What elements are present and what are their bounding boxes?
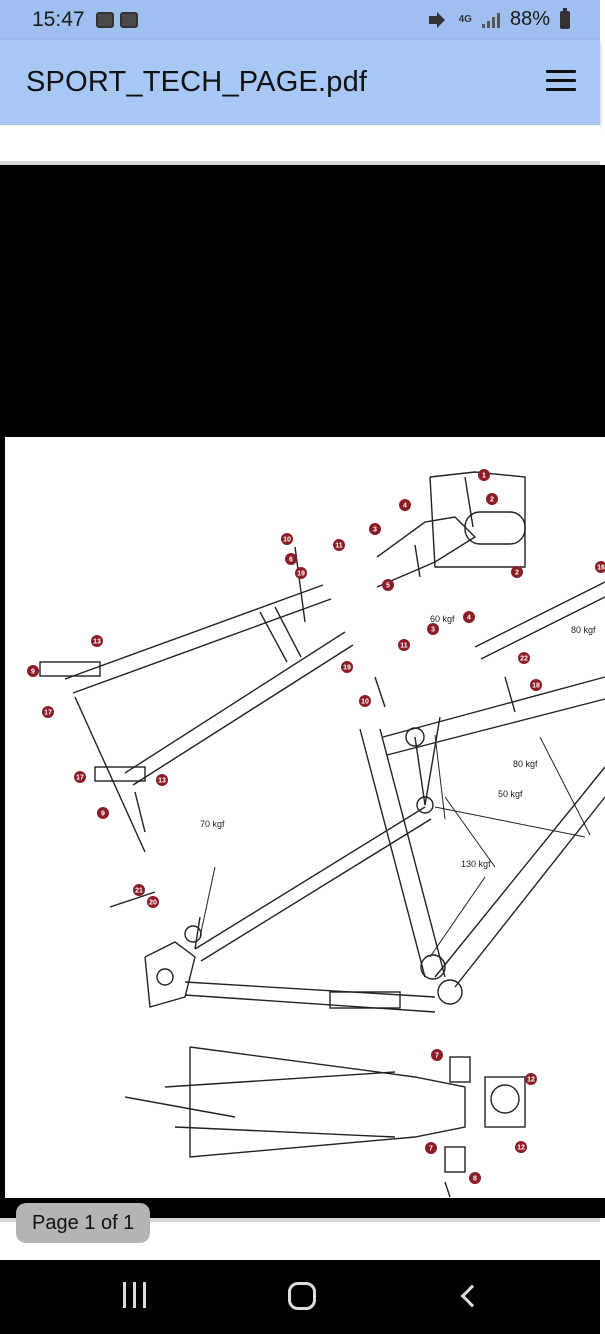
part-callout: 7 [425,1142,437,1154]
part-callout: 8 [469,1172,481,1184]
svg-text:13: 13 [158,778,166,785]
part-callout: 3 [427,623,439,635]
part-callout: 18 [530,679,542,691]
part-callout: 10 [281,533,293,545]
back-icon[interactable] [452,1282,488,1312]
hamburger-menu-icon[interactable] [546,70,576,94]
svg-text:17: 17 [44,710,52,717]
part-callout: 20 [147,896,159,908]
part-callout: 6 [285,553,297,565]
part-callout: 13 [156,774,168,786]
part-callout: 17 [42,706,54,718]
svg-text:4: 4 [403,503,407,510]
svg-text:19: 19 [297,571,305,578]
part-callout: 1 [478,469,490,481]
part-callout: 11 [398,639,410,651]
part-callout: 10 [359,695,371,707]
load-label: 80 kgf [513,759,538,769]
svg-text:12: 12 [527,1077,535,1084]
svg-text:18: 18 [532,683,540,690]
svg-text:12: 12 [517,1145,525,1152]
svg-text:2: 2 [490,497,494,504]
pdf-viewer[interactable]: 60 kgf 80 kgf 80 kgf 50 kgf 70 kgf 130 k… [0,125,605,1260]
svg-text:3: 3 [373,527,377,534]
part-callout: 21 [133,884,145,896]
network-4g-icon: 4G [458,13,472,25]
signal-icon [481,12,500,28]
svg-text:1: 1 [482,473,486,480]
svg-text:9: 9 [31,669,35,676]
part-callout: 3 [369,523,381,535]
svg-text:22: 22 [520,656,528,663]
load-label: 70 kgf [200,819,225,829]
part-callout: 19 [341,661,353,673]
svg-text:16: 16 [597,565,605,572]
svg-text:11: 11 [400,643,408,650]
load-label: 80 kgf [571,625,596,635]
svg-text:6: 6 [289,557,293,564]
svg-text:9: 9 [101,811,105,818]
svg-text:10: 10 [361,699,369,706]
svg-text:4: 4 [467,615,471,622]
load-label: 50 kgf [498,789,523,799]
app-notification-icon [120,12,138,28]
page-separator-bottom [0,1218,600,1222]
pdf-page[interactable]: 60 kgf 80 kgf 80 kgf 50 kgf 70 kgf 130 k… [0,165,605,1218]
svg-text:5: 5 [386,583,390,590]
part-callout: 17 [74,771,86,783]
load-label: 130 kgf [461,859,491,869]
page-black-region [5,165,605,437]
part-callout: 19 [295,567,307,579]
svg-text:2: 2 [515,570,519,577]
part-callout: 2 [511,566,523,578]
part-callout: 9 [27,665,39,677]
part-callout: 12 [525,1073,537,1085]
app-bar: SPORT_TECH_PAGE.pdf [0,40,600,125]
home-icon[interactable] [284,1282,320,1312]
voicemail-icon [96,12,114,28]
recents-icon[interactable] [116,1282,152,1312]
part-callout: 22 [518,652,530,664]
navigation-bar [0,1260,600,1334]
part-callout: 5 [382,579,394,591]
page-indicator: Page 1 of 1 [16,1203,151,1243]
battery-percent: 88% [509,8,550,30]
status-left-icons [96,12,138,28]
part-callout: 4 [399,499,411,511]
svg-text:7: 7 [435,1053,439,1060]
part-callout: 16 [595,561,605,573]
mute-icon [428,11,449,28]
status-right-icons: 4G 88% [428,7,570,31]
svg-text:21: 21 [135,888,143,895]
part-callout: 12 [515,1141,527,1153]
page-separator-top [0,161,600,165]
load-label: 60 kgf [430,614,455,624]
svg-text:8: 8 [473,1176,477,1183]
svg-text:17: 17 [76,775,84,782]
svg-text:20: 20 [149,900,157,907]
status-time: 15:47 [32,8,85,31]
document-title: SPORT_TECH_PAGE.pdf [26,66,368,98]
part-callout: 4 [463,611,475,623]
svg-text:10: 10 [283,537,291,544]
svg-text:11: 11 [335,543,343,550]
page-black-bottom [5,1198,605,1218]
svg-text:3: 3 [431,627,435,634]
svg-text:7: 7 [429,1146,433,1153]
part-callout: 13 [91,635,103,647]
svg-text:13: 13 [93,639,101,646]
status-bar: 15:47 4G 88% [0,0,600,40]
svg-text:19: 19 [343,665,351,672]
part-callout: 9 [97,807,109,819]
bike-frame-technical-drawing: 60 kgf 80 kgf 80 kgf 50 kgf 70 kgf 130 k… [27,469,605,1198]
part-callout: 11 [333,539,345,551]
part-callout: 7 [431,1049,443,1061]
battery-icon [560,7,570,29]
part-callout: 2 [486,493,498,505]
